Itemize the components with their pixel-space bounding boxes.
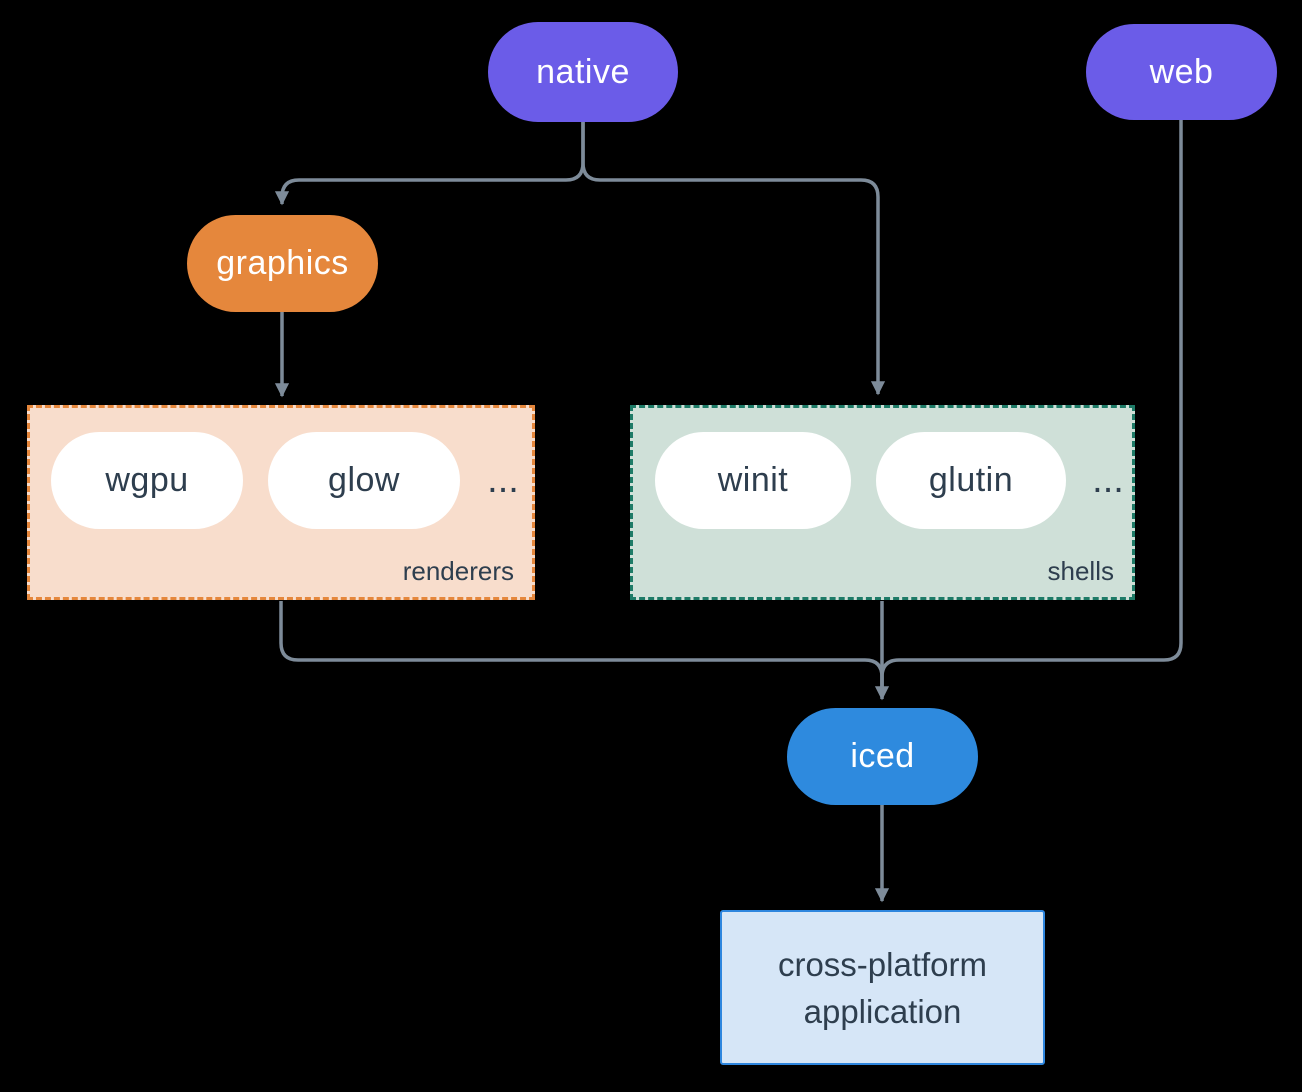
- edge-renderers-iced: [279, 601, 884, 690]
- group-shells: winit glutin ... shells: [630, 405, 1135, 600]
- node-winit: winit: [655, 432, 851, 529]
- node-iced: iced: [787, 708, 978, 805]
- node-glow-label: glow: [328, 461, 400, 499]
- node-graphics-label: graphics: [216, 244, 349, 282]
- node-web-label: web: [1149, 52, 1214, 91]
- node-glutin-label: glutin: [928, 461, 1014, 499]
- node-native-label: native: [536, 52, 630, 91]
- node-graphics: graphics: [187, 215, 378, 312]
- renderers-ellipsis: ...: [487, 459, 519, 501]
- group-renderers: wgpu glow ... renderers: [27, 405, 535, 600]
- node-wgpu-label: wgpu: [105, 461, 189, 499]
- shells-ellipsis: ...: [1092, 459, 1124, 501]
- renderers-group-label: renderers: [402, 556, 514, 586]
- node-web: web: [1086, 24, 1277, 120]
- edge-native-graphics: [274, 122, 585, 206]
- node-wgpu: wgpu: [51, 432, 243, 529]
- node-native: native: [488, 22, 678, 122]
- node-iced-label: iced: [850, 737, 915, 775]
- node-winit-label: winit: [717, 461, 789, 499]
- shells-group-label: shells: [1047, 556, 1114, 586]
- edge-native-shells: [581, 122, 886, 396]
- node-application: cross-platform application: [720, 910, 1045, 1065]
- node-application-label-line2: application: [803, 992, 962, 1030]
- node-application-label-line1: cross-platform: [777, 945, 988, 983]
- node-glutin: glutin: [876, 432, 1066, 529]
- node-glow: glow: [268, 432, 460, 529]
